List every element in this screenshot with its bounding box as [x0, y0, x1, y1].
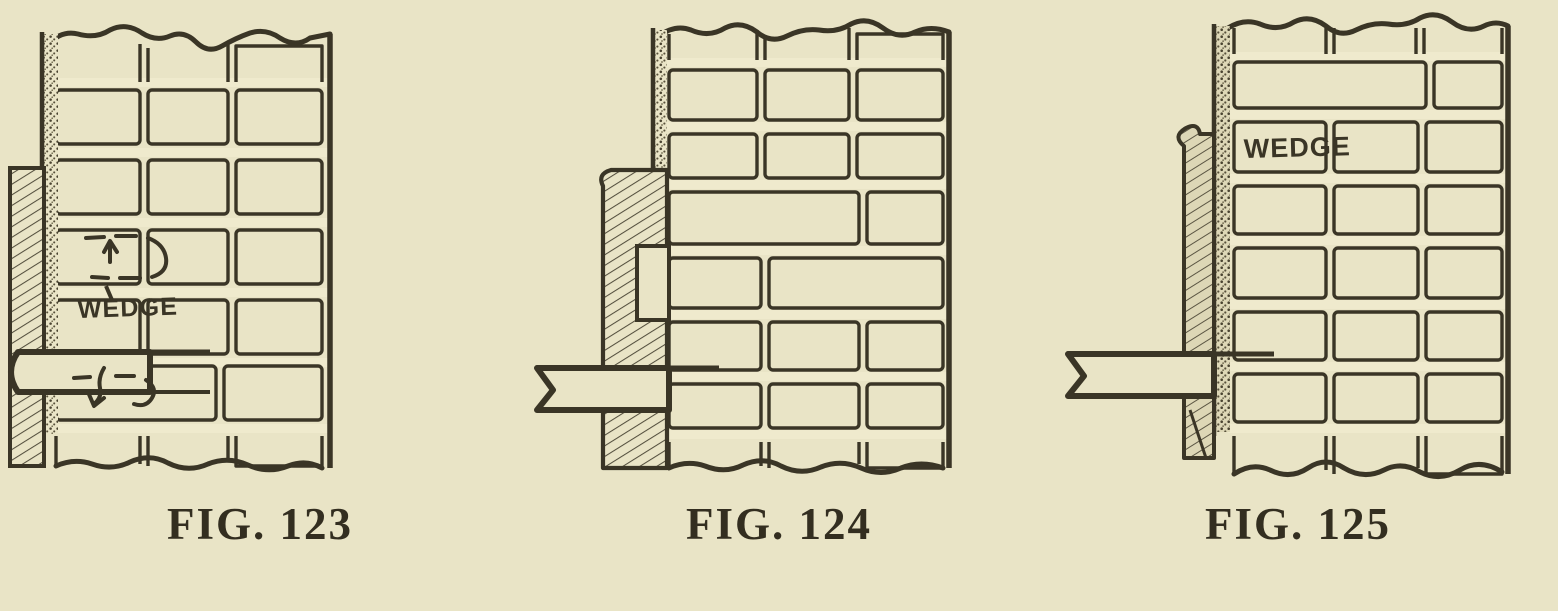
- brick-wall-123: [48, 28, 330, 470]
- wedge-label-125: WEDGE: [1243, 131, 1351, 164]
- figure-124: FIG. 124: [519, 0, 1039, 611]
- torn-bottom-edge-123: [53, 455, 325, 473]
- mortar-joints-125: [1228, 52, 1508, 433]
- wedge-hatched-124: [599, 167, 671, 471]
- wedge-label-123: WEDGE: [77, 293, 178, 324]
- wedge-hatched-125: [1176, 124, 1216, 460]
- torn-bottom-edge-125: [1231, 459, 1505, 479]
- beam-124: [534, 365, 719, 413]
- figure-123-drawing: WEDGE: [8, 24, 333, 473]
- figure-125-drawing: WEDGE: [1065, 12, 1511, 479]
- beam-123: [8, 349, 210, 395]
- torn-top-edge-125: [1225, 12, 1511, 36]
- figure-124-drawing: [534, 18, 952, 475]
- brick-wall-124: [659, 28, 949, 470]
- figure-125: WEDGE FIG. 125: [1038, 0, 1558, 611]
- brick-wall-125: [1228, 28, 1508, 478]
- figure-caption-125: FIG. 125: [1204, 499, 1391, 549]
- torn-top-edge-123: [45, 24, 333, 52]
- figure-123: WEDGE FIG. 123: [0, 0, 520, 611]
- left-mortar-strip-125: [1214, 26, 1230, 432]
- figure-caption-124: FIG. 124: [685, 499, 872, 549]
- wedge-hatched-123: [8, 166, 46, 468]
- torn-top-edge-124: [656, 18, 952, 42]
- wedge-label-tick-123: [104, 285, 114, 301]
- brick-outlines-125: [1232, 28, 1504, 476]
- leader-annotation-lower-123: [72, 366, 156, 408]
- beam-125: [1065, 351, 1274, 399]
- leader-annotation-upper-123: [84, 234, 169, 280]
- mortar-joints-124: [659, 58, 949, 439]
- torn-bottom-edge-124: [666, 458, 946, 475]
- mortar-joints-123: [48, 78, 330, 433]
- figure-caption-123: FIG. 123: [166, 499, 353, 549]
